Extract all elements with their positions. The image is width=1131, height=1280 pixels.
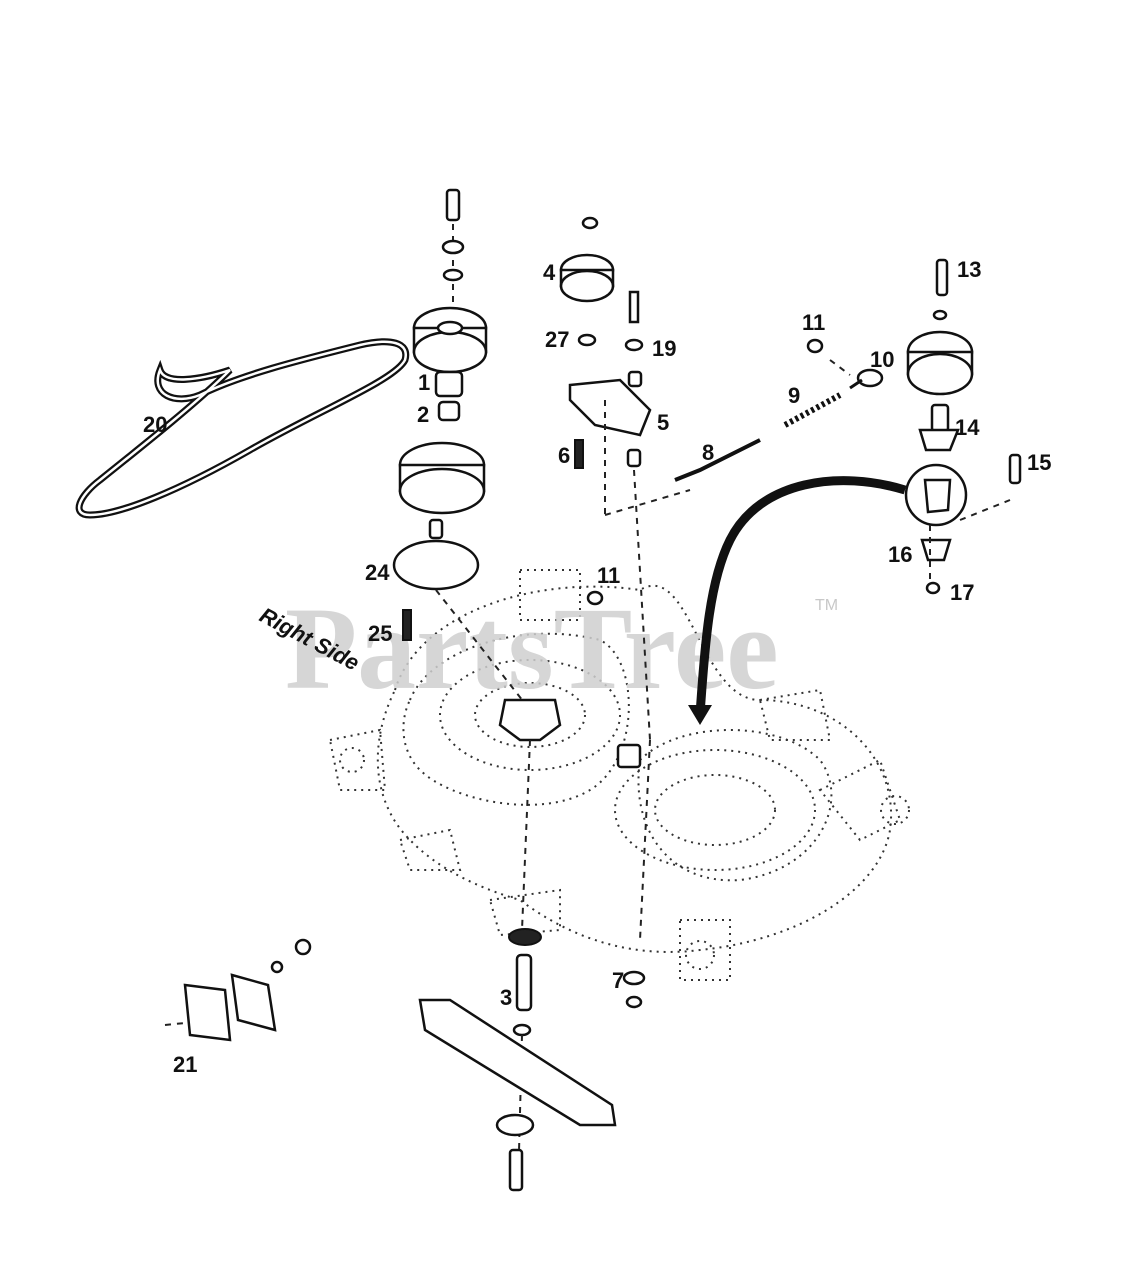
part-label-25: 25: [368, 621, 392, 646]
part-label-16: 16: [888, 542, 912, 567]
part-label-24: 24: [365, 560, 390, 585]
part-label-11-upper: 11: [802, 310, 825, 335]
part-labels: 1 2 3 4 5 6 7 8 9 10 11 11 13 14 15 16 1…: [143, 257, 1051, 1077]
blade-icon: [418, 998, 617, 1127]
bushing-icon: [437, 400, 461, 422]
left-spindle-stack: [392, 188, 531, 711]
watermark-trademark: TM: [815, 597, 838, 614]
mower-deck: [328, 569, 910, 981]
nut-icon: [586, 590, 604, 606]
part-label-2: 2: [417, 402, 429, 427]
part-label-10: 10: [870, 347, 894, 372]
part-label-13: 13: [957, 257, 981, 282]
washer-icon: [441, 239, 465, 255]
part-label-27: 27: [545, 327, 569, 352]
bolt-icon: [574, 439, 584, 469]
screw-icon: [402, 609, 412, 641]
spacer-icon: [434, 370, 464, 398]
control-cable: [688, 476, 907, 725]
belt: [75, 338, 410, 519]
idler-assembly: [559, 216, 691, 1009]
bearing-icon: [508, 928, 542, 946]
part-label-6: 6: [558, 443, 570, 468]
part-label-20: 20: [143, 412, 167, 437]
washer-icon: [495, 1113, 535, 1137]
part-label-9: 9: [788, 383, 800, 408]
part-label-14: 14: [955, 415, 980, 440]
part-label-4: 4: [543, 260, 556, 285]
part-label-19: 19: [652, 336, 676, 361]
idler-bracket-icon: [568, 378, 652, 437]
part-label-5: 5: [657, 410, 669, 435]
part-label-21: 21: [173, 1052, 197, 1077]
plate-icon: [392, 539, 480, 591]
part-label-11-lower: 11: [597, 563, 620, 588]
part-label-3: 3: [500, 985, 512, 1010]
washer-icon: [442, 268, 464, 282]
bolt-icon: [508, 1148, 524, 1192]
right-idler-assembly: [904, 258, 1022, 595]
part-label-15: 15: [1027, 450, 1051, 475]
part-label-8: 8: [702, 440, 714, 465]
part-label-1: 1: [418, 370, 430, 395]
clip-icon: [616, 743, 642, 769]
spring-linkage: [674, 338, 884, 482]
part-label-17: 17: [950, 580, 974, 605]
part-label-7: 7: [612, 968, 624, 993]
watermark: PartsTree TM: [285, 583, 838, 714]
bolt-top-icon: [445, 188, 461, 222]
shaft-icon: [515, 953, 533, 1012]
baffle-bracket: [164, 938, 312, 1042]
center-spindle: [418, 698, 617, 1192]
watermark-text: PartsTree: [285, 583, 779, 714]
